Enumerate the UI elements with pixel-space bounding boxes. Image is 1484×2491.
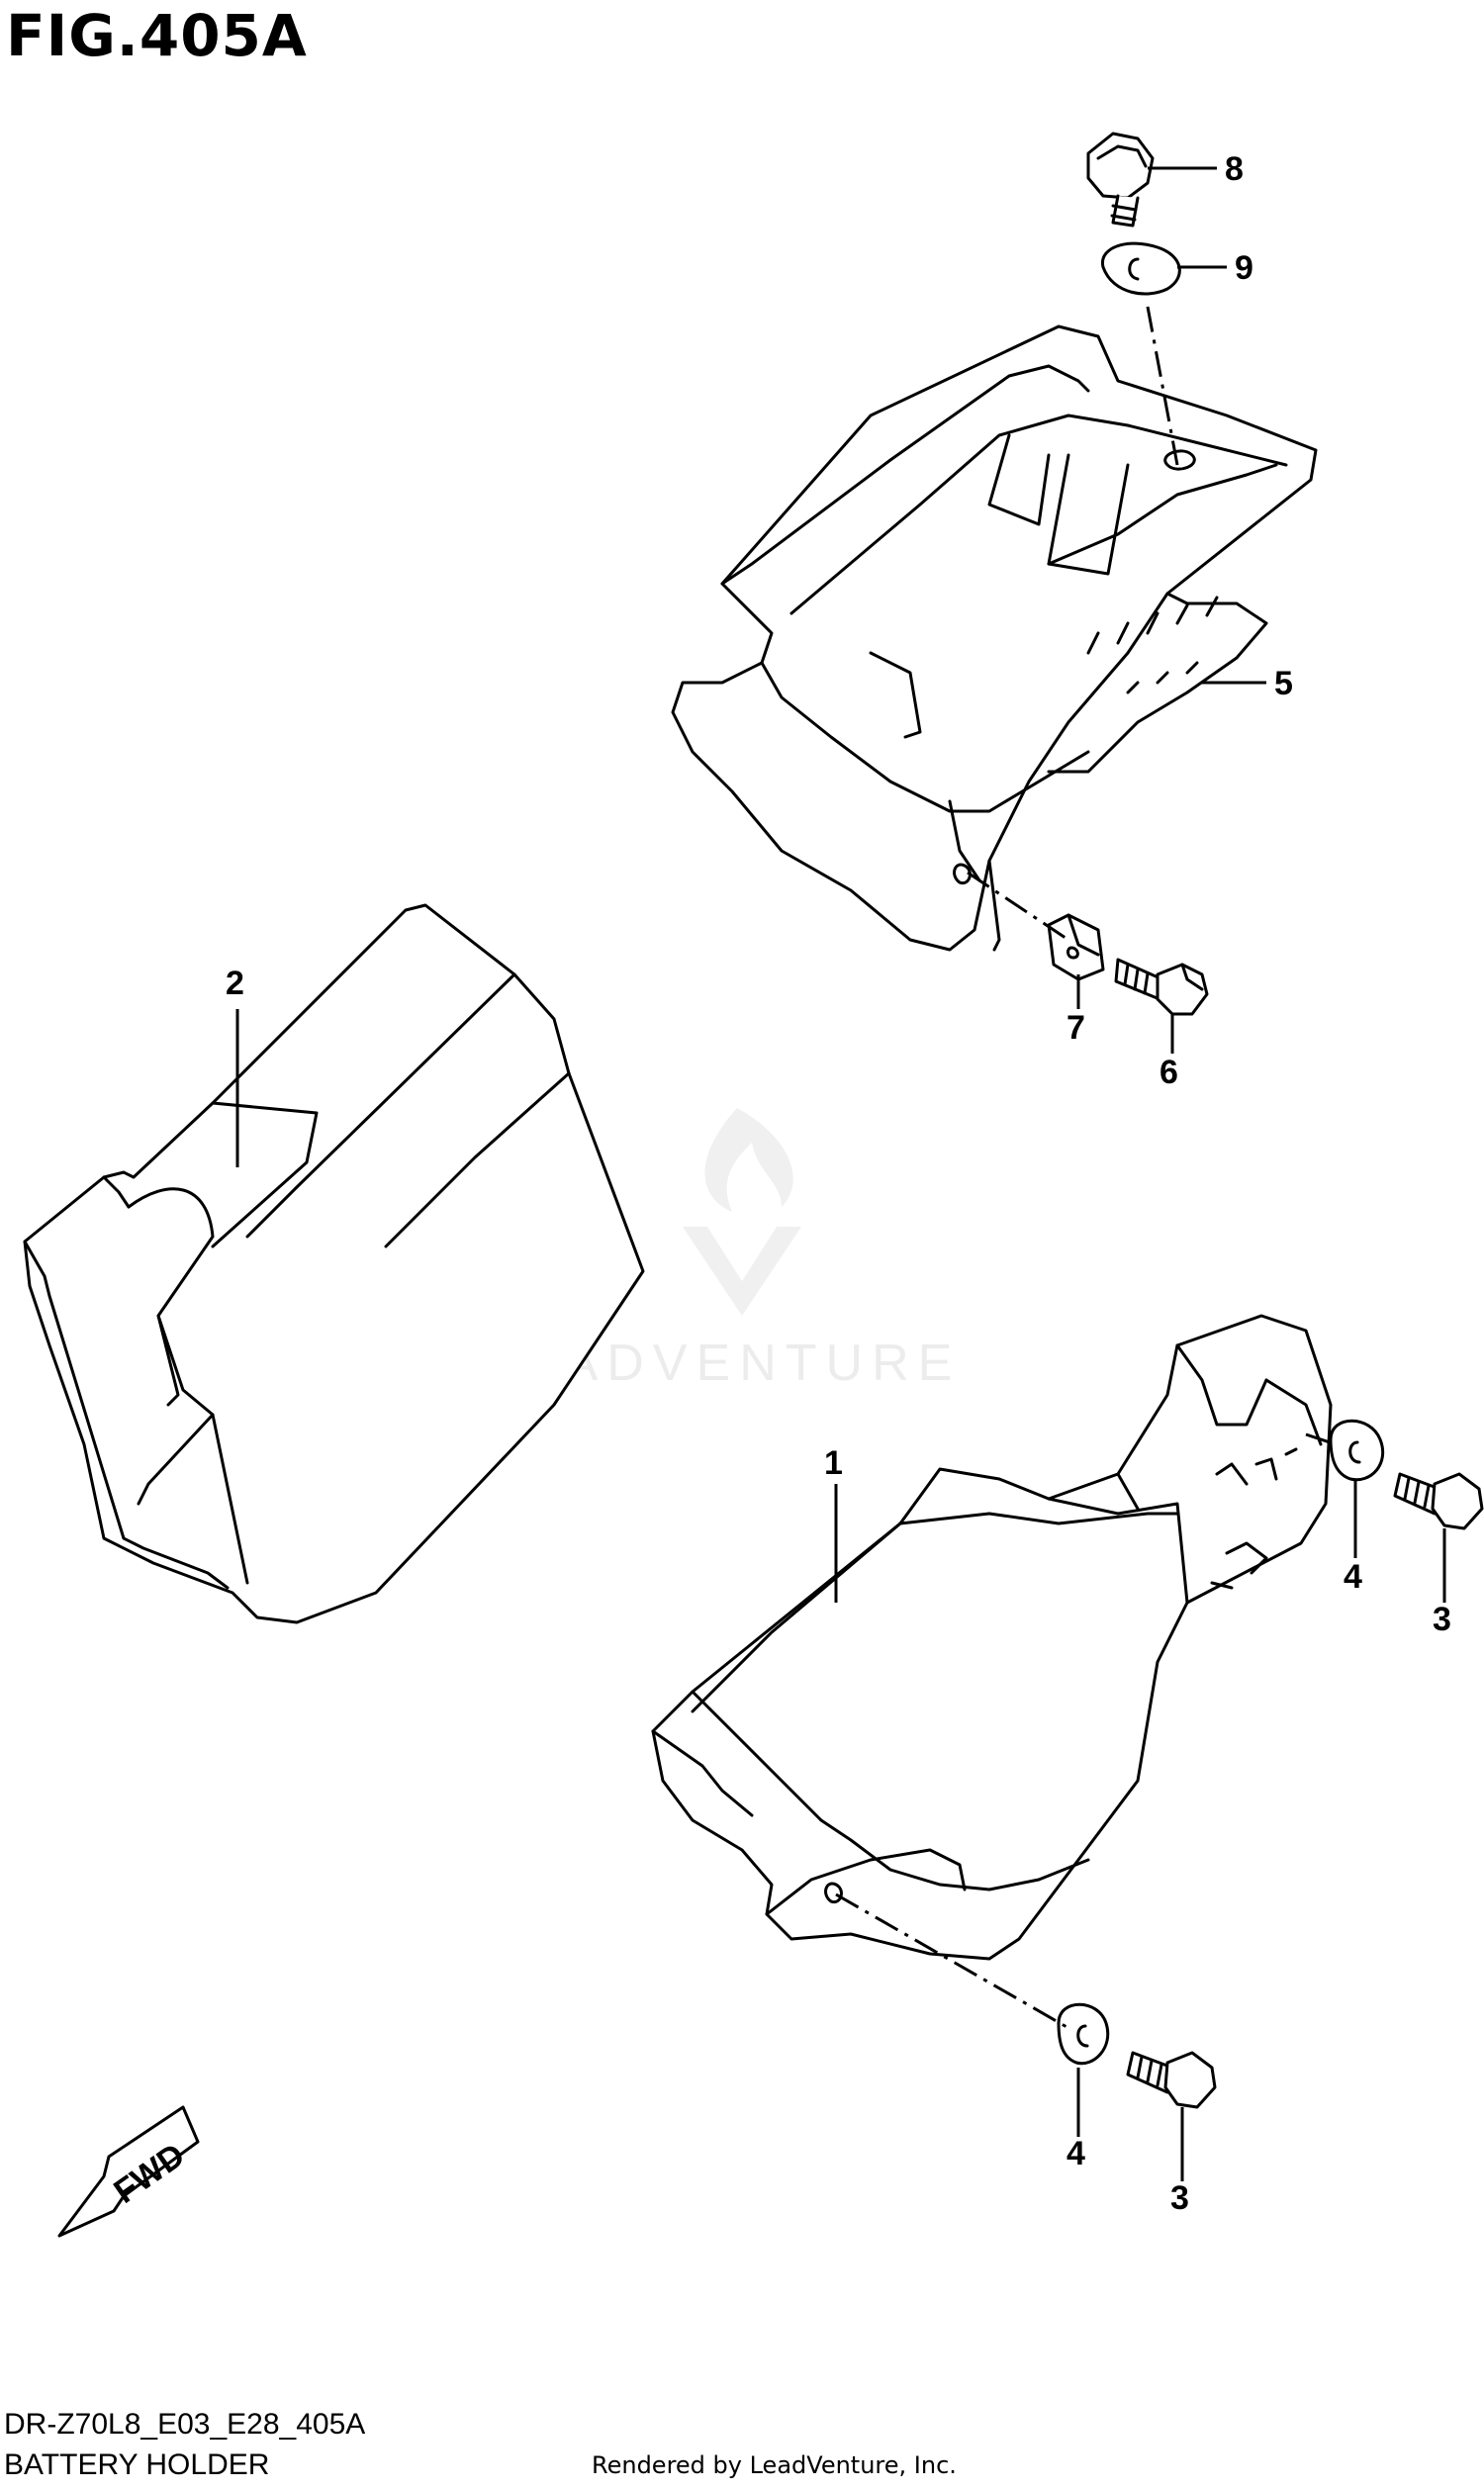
battery-cover-part[interactable]	[23, 903, 645, 1624]
battery-tray-part[interactable]	[671, 324, 1318, 952]
battery-holder-part[interactable]	[651, 1314, 1333, 1961]
callout-4-lower: 4	[1067, 2135, 1085, 2172]
bolt-8-part[interactable]	[1086, 132, 1155, 228]
callout-6: 6	[1159, 1054, 1178, 1091]
diagram-code: DR-Z70L8_E03_E28_405A	[4, 2408, 366, 2441]
grommet-9-part[interactable]	[1101, 241, 1181, 296]
callout-5: 5	[1274, 665, 1293, 702]
callout-7: 7	[1067, 1009, 1085, 1047]
fwd-direction-arrow-icon: FWD	[57, 2105, 200, 2238]
clip-nut-7-part[interactable]	[1047, 913, 1105, 981]
figure-title: FIG.405A	[6, 2, 308, 69]
callout-1: 1	[824, 1444, 843, 1482]
assembly-axes	[835, 306, 1337, 2030]
render-credit: Rendered by LeadVenture, Inc.	[592, 2451, 957, 2479]
callout-3-upper: 3	[1433, 1601, 1451, 1638]
callout-2: 2	[226, 965, 244, 1002]
bolt-3-upper-part[interactable]	[1393, 1472, 1484, 1530]
callout-4-upper: 4	[1344, 1558, 1362, 1596]
callout-3-lower: 3	[1170, 2179, 1189, 2217]
callout-8: 8	[1225, 150, 1244, 188]
callout-leaders	[235, 166, 1446, 2181]
bolt-3-lower-part[interactable]	[1126, 2051, 1217, 2109]
washer-4-upper-part[interactable]	[1329, 1419, 1385, 1482]
bolt-6-part[interactable]	[1114, 958, 1209, 1016]
callout-9: 9	[1235, 249, 1253, 287]
diagram-name: BATTERY HOLDER	[4, 2448, 270, 2481]
washer-4-lower-part[interactable]	[1057, 2002, 1110, 2066]
